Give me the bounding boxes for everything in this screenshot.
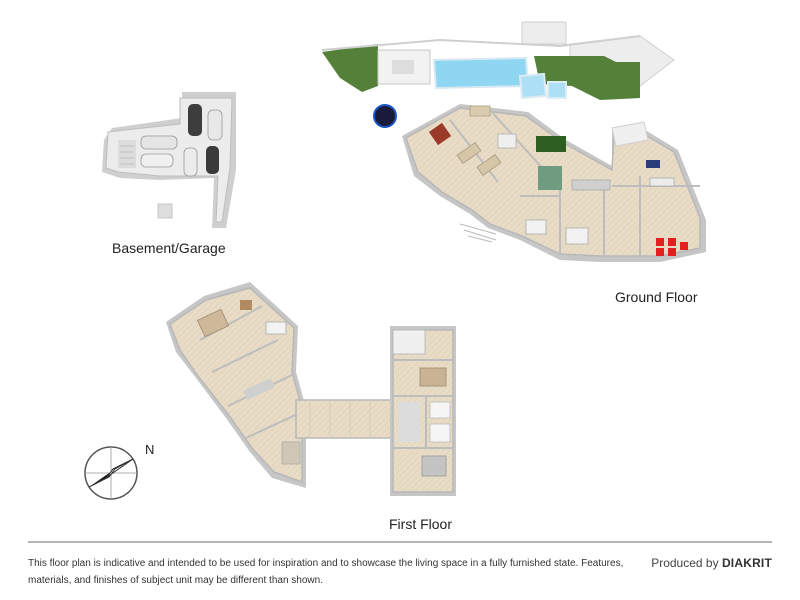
car — [140, 135, 178, 150]
lawn — [322, 44, 378, 92]
basement-garage-label: Basement/Garage — [112, 240, 226, 256]
first-floor-plan — [166, 282, 456, 496]
ground-floor-label: Ground Floor — [615, 289, 698, 305]
car — [140, 153, 174, 168]
compass-icon — [84, 446, 138, 500]
trampoline — [373, 104, 397, 128]
red-chairs — [656, 238, 688, 256]
produced-by-label: Produced by — [651, 556, 719, 570]
disclaimer-text: This floor plan is indicative and intend… — [28, 558, 624, 586]
footer-divider — [28, 541, 772, 543]
swimming-pool — [432, 56, 530, 90]
first-floor-label: First Floor — [389, 516, 452, 532]
floor-plan-illustration — [84, 21, 706, 500]
produced-by-credit: Produced by DIAKRIT — [651, 556, 772, 570]
ground-floor-plan — [321, 21, 706, 262]
basement-garage-plan — [102, 92, 236, 228]
car — [206, 146, 219, 174]
car — [207, 109, 223, 141]
car — [188, 104, 202, 136]
lawn — [534, 56, 640, 100]
brand-name: DIAKRIT — [721, 556, 772, 570]
car — [183, 147, 198, 177]
compass-north-label: N — [145, 442, 155, 457]
